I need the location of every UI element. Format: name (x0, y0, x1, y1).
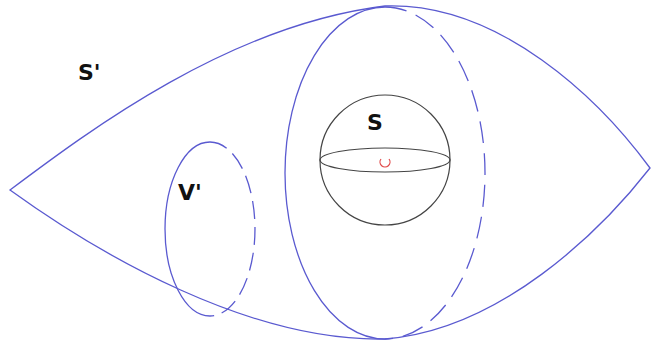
surface-label: S' (78, 62, 101, 84)
sphere-label: S (367, 112, 383, 134)
section-back (210, 142, 255, 316)
center-loop (380, 159, 390, 167)
sphere (320, 95, 450, 225)
big-section-front (285, 7, 385, 339)
sphere-equator (320, 148, 450, 172)
big-section-back (385, 7, 485, 339)
outer-surface (10, 6, 650, 339)
region-label: V' (178, 182, 202, 204)
section-front (165, 142, 210, 316)
